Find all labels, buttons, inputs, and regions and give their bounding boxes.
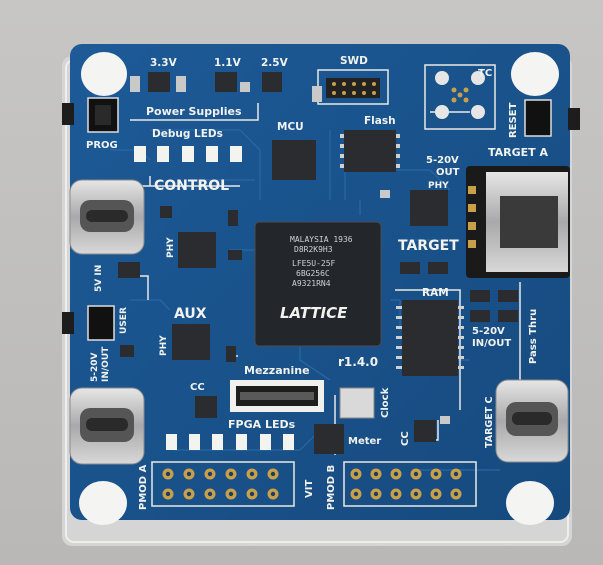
phy-chip-target	[410, 190, 448, 226]
label-prog: PROG	[86, 140, 118, 151]
label-power-supplies: Power Supplies	[146, 105, 242, 118]
prog-button	[62, 97, 119, 133]
label-2v5: 2.5V	[261, 57, 289, 69]
label-target: TARGET	[398, 238, 459, 254]
cc-chip-left	[195, 396, 217, 418]
label-pmod-b: PMOD B	[326, 465, 337, 510]
label-aux: AUX	[174, 306, 207, 322]
rubber-feet	[79, 52, 559, 525]
label-cc-left: CC	[190, 382, 205, 393]
label-phy-aux: PHY	[159, 335, 169, 356]
label-tc: TC	[478, 68, 492, 79]
label-revision: r1.4.0	[338, 355, 378, 369]
mcu-chip	[272, 140, 316, 180]
label-vit: VIT	[304, 480, 315, 498]
label-target-a: TARGET A	[488, 146, 549, 159]
label-3v3: 3.3V	[150, 57, 178, 69]
pmod-b-header	[343, 461, 477, 507]
label-reset: RESET	[508, 102, 519, 138]
label-control: CONTROL	[154, 178, 229, 194]
label-swd: SWD	[340, 55, 368, 67]
label-pmod-a: PMOD A	[138, 464, 149, 510]
label-phy-target: PHY	[428, 181, 449, 191]
phy-chip-control	[178, 232, 216, 268]
label-inout-right: IN/OUT	[472, 338, 511, 349]
fpga-marking-5: A9321RN4	[292, 279, 331, 288]
label-mcu: MCU	[277, 121, 304, 133]
label-5v-in: 5V IN	[94, 265, 104, 292]
label-flash: Flash	[364, 115, 396, 127]
label-debug-leds: Debug LEDs	[152, 128, 223, 140]
flash-chip	[340, 130, 400, 172]
reset-button	[524, 99, 580, 137]
ram-chip	[396, 300, 464, 376]
label-mezzanine: Mezzanine	[244, 364, 310, 377]
label-target-c: TARGET C	[484, 397, 495, 448]
fpga-marking-3: LFE5U-25F	[292, 259, 336, 268]
passive-components	[118, 86, 518, 424]
fpga-leds	[166, 434, 294, 450]
phy-chip-aux	[172, 324, 210, 360]
clock-oscillator	[339, 387, 375, 419]
fpga-brand: LATTICE	[280, 304, 348, 322]
user-button	[62, 305, 115, 341]
tagconnect-pads	[424, 64, 496, 130]
meter-chip	[314, 424, 344, 454]
label-1v1: 1.1V	[214, 57, 242, 69]
label-5-20v-out: 5-20V	[426, 155, 459, 166]
fpga-marking-4: 6BG256C	[296, 269, 330, 278]
label-meter: Meter	[348, 436, 381, 447]
label-inout-left: IN/OUT	[101, 346, 111, 382]
label-5-20v-inout: 5-20V	[472, 326, 505, 337]
label-pass-thru: Pass Thru	[528, 309, 539, 364]
cc-chip-right	[414, 420, 436, 442]
label-ram: RAM	[422, 287, 449, 299]
fpga-marking-1: MALAYSIA 1936	[290, 235, 353, 244]
usbc-target-c	[495, 379, 569, 463]
label-fpga-leds: FPGA LEDs	[228, 418, 296, 431]
debug-leds	[134, 146, 242, 162]
usbc-aux	[69, 387, 145, 465]
label-out: OUT	[436, 167, 460, 178]
power-regulators	[130, 72, 282, 92]
label-cc-right: CC	[400, 431, 411, 446]
label-phy-control: PHY	[166, 237, 176, 258]
usba-target-a	[466, 166, 570, 278]
label-user: USER	[119, 307, 129, 334]
fpga-marking-2: D8R2K9H3	[294, 245, 333, 254]
mezzanine-connector	[230, 380, 324, 412]
pmod-a-header	[151, 461, 295, 507]
label-clock: Clock	[380, 387, 391, 418]
usbc-control	[69, 179, 145, 255]
label-5-20v-left: 5-20V	[90, 352, 100, 382]
fpga-chip	[254, 221, 382, 347]
